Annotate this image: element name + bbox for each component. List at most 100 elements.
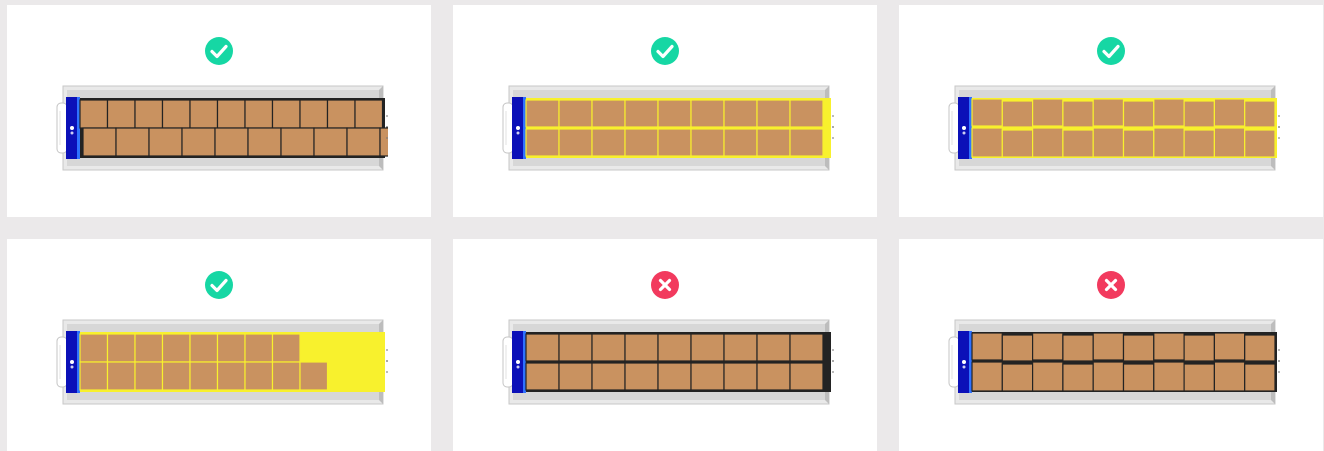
cab-bumper bbox=[503, 103, 513, 153]
box bbox=[1154, 99, 1184, 126]
box bbox=[526, 334, 559, 361]
box bbox=[1002, 335, 1032, 361]
box bbox=[559, 334, 592, 361]
box bbox=[149, 128, 182, 156]
box bbox=[658, 129, 691, 156]
box bbox=[1214, 128, 1244, 157]
truck-diagram bbox=[496, 317, 834, 407]
box bbox=[108, 334, 136, 362]
box bbox=[526, 363, 559, 390]
box bbox=[592, 100, 625, 127]
box bbox=[972, 362, 1002, 391]
box bbox=[1184, 130, 1214, 157]
box bbox=[1154, 333, 1184, 360]
example-card bbox=[453, 239, 877, 451]
box bbox=[592, 129, 625, 156]
box bbox=[1245, 335, 1275, 361]
box bbox=[972, 99, 1002, 126]
box bbox=[1184, 364, 1214, 391]
box bbox=[245, 100, 273, 128]
box bbox=[691, 129, 724, 156]
box bbox=[691, 363, 724, 390]
box bbox=[1033, 362, 1063, 391]
box bbox=[625, 100, 658, 127]
box bbox=[245, 362, 273, 390]
box bbox=[559, 100, 592, 127]
box bbox=[625, 363, 658, 390]
status-ok-badge bbox=[205, 37, 233, 65]
cab-light bbox=[516, 126, 520, 130]
status-bad-badge bbox=[651, 271, 679, 299]
cab-light bbox=[517, 366, 520, 369]
cab-bumper bbox=[949, 103, 959, 153]
box bbox=[1093, 99, 1123, 126]
box bbox=[790, 129, 823, 156]
box bbox=[972, 128, 1002, 157]
cab-light bbox=[70, 126, 74, 130]
box bbox=[215, 128, 248, 156]
box bbox=[135, 362, 163, 390]
truck-diagram bbox=[50, 83, 388, 173]
box bbox=[190, 334, 218, 362]
box bbox=[724, 129, 757, 156]
check-icon bbox=[1097, 37, 1125, 65]
box bbox=[314, 128, 347, 156]
box bbox=[1184, 101, 1214, 127]
cab-bumper bbox=[57, 103, 67, 153]
box bbox=[1214, 99, 1244, 126]
cross-icon bbox=[651, 271, 679, 299]
cab-light bbox=[963, 132, 966, 135]
box bbox=[724, 363, 757, 390]
truck-diagram bbox=[50, 317, 388, 407]
box bbox=[658, 100, 691, 127]
box bbox=[273, 100, 301, 128]
check-stroke bbox=[1104, 47, 1118, 57]
box bbox=[724, 334, 757, 361]
check-stroke bbox=[212, 47, 226, 57]
box bbox=[757, 334, 790, 361]
box bbox=[1245, 130, 1275, 157]
box bbox=[80, 100, 108, 128]
box bbox=[1093, 333, 1123, 360]
box bbox=[972, 333, 1002, 360]
box bbox=[1154, 362, 1184, 391]
box bbox=[1214, 333, 1244, 360]
box bbox=[1154, 128, 1184, 157]
box bbox=[790, 100, 823, 127]
box bbox=[691, 100, 724, 127]
status-ok-badge bbox=[1097, 37, 1125, 65]
box bbox=[1245, 101, 1275, 127]
box bbox=[355, 100, 383, 128]
example-card bbox=[899, 5, 1323, 217]
check-icon bbox=[205, 271, 233, 299]
box bbox=[163, 334, 191, 362]
check-icon bbox=[651, 37, 679, 65]
box bbox=[281, 128, 314, 156]
example-card bbox=[7, 5, 431, 217]
box bbox=[80, 362, 108, 390]
example-card bbox=[7, 239, 431, 451]
box bbox=[1093, 362, 1123, 391]
box bbox=[218, 100, 246, 128]
box bbox=[790, 334, 823, 361]
status-ok-badge bbox=[651, 37, 679, 65]
box bbox=[182, 128, 215, 156]
box bbox=[273, 362, 301, 390]
box bbox=[559, 363, 592, 390]
box bbox=[592, 363, 625, 390]
box bbox=[526, 100, 559, 127]
box bbox=[1002, 130, 1032, 157]
box bbox=[163, 100, 191, 128]
box bbox=[1124, 335, 1154, 361]
box bbox=[190, 362, 218, 390]
box bbox=[190, 100, 218, 128]
box bbox=[1063, 101, 1093, 127]
check-stroke bbox=[658, 47, 672, 57]
box bbox=[1063, 335, 1093, 361]
cab-light bbox=[71, 366, 74, 369]
box bbox=[1093, 128, 1123, 157]
example-card bbox=[453, 5, 877, 217]
status-ok-badge bbox=[205, 271, 233, 299]
box bbox=[559, 129, 592, 156]
box bbox=[625, 129, 658, 156]
